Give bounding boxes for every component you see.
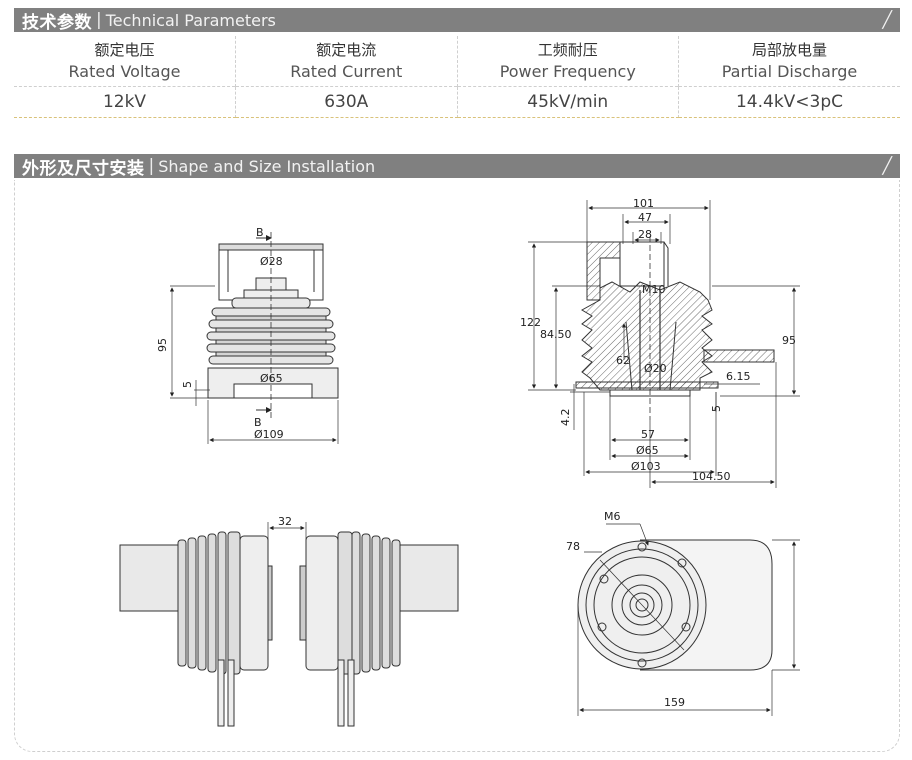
param-header-cn: 额定电压 <box>94 41 155 59</box>
dim-label: 4.2 <box>559 409 572 427</box>
param-header-voltage: 额定电压 Rated Voltage <box>14 36 236 87</box>
param-header-cn: 工频耐压 <box>537 41 598 59</box>
param-value-frequency: 45kV/min <box>457 86 679 118</box>
dim-label: 84.50 <box>540 328 572 341</box>
param-value-discharge: 14.4kV<3pC <box>678 86 900 118</box>
dim-label: 122 <box>520 316 541 329</box>
dim-label: 5 <box>710 405 723 412</box>
dim-label: 159 <box>664 696 685 709</box>
param-header-en: Rated Current <box>290 62 403 81</box>
dim-label: 57 <box>641 428 655 441</box>
shape-section-header: 外形及尺寸安装 | Shape and Size Installation ╱ <box>14 154 900 179</box>
dim-label: 5 <box>181 381 194 388</box>
tech-params-table: 额定电压 Rated Voltage 额定电流 Rated Current 工频耐压… <box>14 36 900 118</box>
dim-label: 101 <box>633 197 654 210</box>
param-header-discharge: 局部放电量 Partial Discharge <box>679 36 901 87</box>
param-header-en: Partial Discharge <box>721 62 858 81</box>
dim-label: M6 <box>604 510 621 523</box>
section-view-drawing <box>528 200 800 488</box>
title-separator: | <box>96 10 102 30</box>
dim-label: 95 <box>156 338 169 352</box>
corner-slash-icon: ╱ <box>882 10 892 29</box>
param-value-current: 630A <box>235 86 458 118</box>
dim-label: Ø65 <box>260 372 283 385</box>
tech-params-header: 技术参数 | Technical Parameters ╱ <box>14 8 900 33</box>
shape-title-en: Shape and Size Installation <box>158 156 376 176</box>
dim-label: 62 <box>616 354 630 367</box>
dim-label: 78 <box>566 540 580 553</box>
tech-params-title-cn: 技术参数 <box>22 12 92 33</box>
dim-label: 95 <box>782 334 796 347</box>
param-header-en: Rated Voltage <box>68 62 181 81</box>
dim-label: 28 <box>638 228 652 241</box>
dim-label: Ø65 <box>636 444 659 457</box>
dim-label: B <box>254 416 262 429</box>
param-value-voltage: 12kV <box>14 86 236 118</box>
dim-label: 47 <box>638 211 652 224</box>
bushing-pair-drawing <box>119 522 459 727</box>
bottom-view-drawing <box>577 523 800 716</box>
param-header-current: 额定电流 Rated Current <box>235 36 458 87</box>
dim-label: 104.50 <box>692 470 731 483</box>
corner-slash-icon: ╱ <box>882 156 892 175</box>
title-separator: | <box>148 156 155 176</box>
param-header-cn: 额定电流 <box>316 41 377 59</box>
param-header-frequency: 工频耐压 Power Frequency <box>457 36 679 87</box>
drawing-frame <box>14 180 900 752</box>
shape-title-cn: 外形及尺寸安装 <box>22 158 145 179</box>
front-view-drawing <box>169 232 339 444</box>
dim-label: B <box>256 226 264 239</box>
param-header-cn: 局部放电量 <box>751 41 827 59</box>
param-header-en: Power Frequency <box>499 62 636 81</box>
dim-label: M10 <box>642 283 666 296</box>
dim-label: Ø103 <box>631 460 661 473</box>
dim-label: 32 <box>278 515 292 528</box>
dim-label: Ø28 <box>260 255 283 268</box>
dim-label: Ø20 <box>644 362 667 375</box>
dim-label: Ø109 <box>254 428 284 441</box>
tech-params-title-en: Technical Parameters <box>105 10 276 30</box>
dim-label: 6.15 <box>726 370 751 383</box>
